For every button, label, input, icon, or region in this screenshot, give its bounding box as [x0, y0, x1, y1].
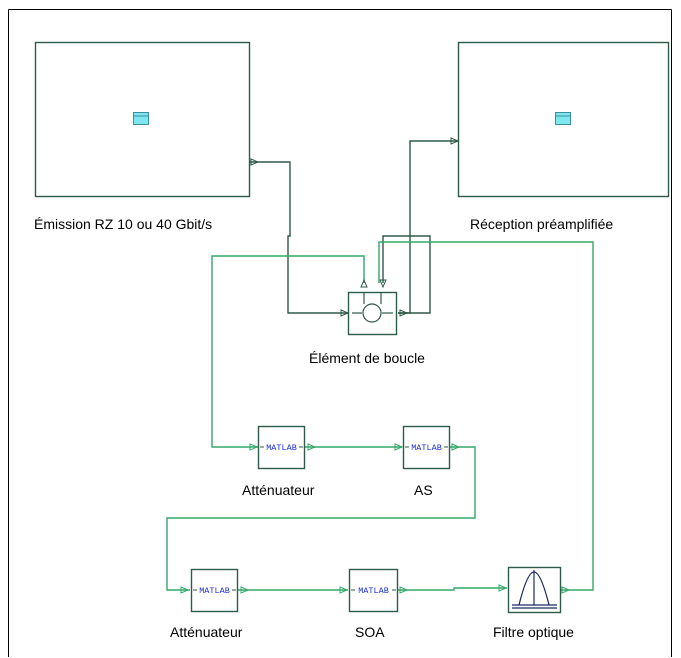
- canvas-frame: [8, 9, 672, 657]
- port-arrow-att2-in: [180, 586, 190, 594]
- wire-loop-to-reception-b: [398, 140, 458, 314]
- reception-block[interactable]: [457, 41, 670, 198]
- attenuator2-label: Atténuateur: [170, 624, 243, 640]
- emission-block[interactable]: [34, 41, 251, 198]
- bandpass-filter-icon: [512, 570, 557, 609]
- port-arrow-filter-out: [561, 586, 571, 594]
- emission-label: Émission RZ 10 ou 40 Gbit/s: [34, 216, 213, 232]
- matlab-text: MATLAB: [411, 443, 442, 453]
- port-arrow-loop-out: [399, 309, 409, 317]
- matlab-text: MATLAB: [266, 443, 297, 453]
- wire-loop-to-attenuator1: [211, 255, 365, 448]
- wire-filter-to-loop: [378, 241, 594, 591]
- port-arrow-att1-in: [249, 443, 259, 451]
- optical-filter-block[interactable]: [507, 566, 562, 614]
- port-arrow-soa-in: [339, 586, 349, 594]
- port-arrow-emission-out: [250, 158, 260, 166]
- soa-label: SOA: [355, 624, 385, 640]
- attenuator1-label: Atténuateur: [242, 482, 315, 498]
- port-arrow-loop-top-left: [360, 278, 368, 288]
- matlab-text: MATLAB: [199, 586, 230, 596]
- port-arrow-att1-out: [307, 443, 317, 451]
- wire-emission-to-loop: [250, 161, 355, 314]
- attenuator1-block[interactable]: MATLAB: [257, 425, 306, 470]
- as-label: AS: [414, 482, 433, 498]
- wire-soa-to-filter: [398, 587, 507, 591]
- port-arrow-as-out: [451, 443, 461, 451]
- soa-block[interactable]: MATLAB: [348, 568, 399, 613]
- port-arrow-as-in: [394, 443, 404, 451]
- attenuator2-block[interactable]: MATLAB: [190, 568, 239, 613]
- loop-element-label: Élément de boucle: [309, 350, 425, 366]
- reception-label: Réception préamplifiée: [470, 216, 614, 232]
- subsystem-icon: [133, 112, 149, 125]
- port-arrow-loop-in: [340, 309, 350, 317]
- wire-loop-to-reception: [382, 235, 431, 314]
- port-arrow-loop-top-right: [379, 279, 387, 289]
- matlab-text: MATLAB: [358, 586, 389, 596]
- as-block[interactable]: MATLAB: [402, 425, 451, 470]
- circulator-icon: [352, 293, 393, 323]
- wire-as-to-attenuator2: [166, 446, 476, 591]
- port-arrow-soa-out: [399, 586, 409, 594]
- port-arrow-filter-in: [498, 584, 508, 592]
- port-arrow-att2-out: [240, 586, 250, 594]
- port-arrow-reception-in: [450, 137, 460, 145]
- subsystem-icon: [555, 112, 571, 125]
- optical-filter-label: Filtre optique: [493, 624, 574, 640]
- loop-element-block[interactable]: [347, 291, 398, 336]
